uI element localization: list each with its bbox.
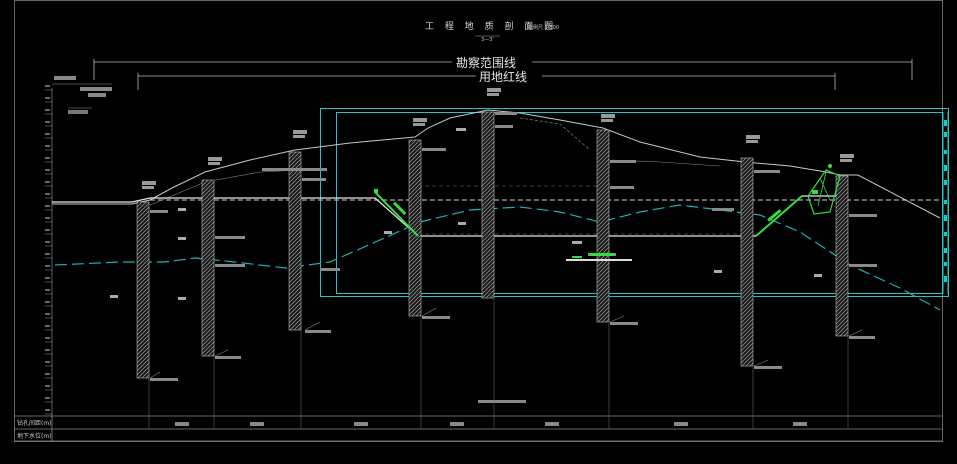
ruler-tick-label [45,157,50,159]
borehole-zk8 [835,175,849,337]
strata-markers [110,128,822,300]
ruler-tick-label [45,265,50,267]
ruler-tick-label [45,253,50,255]
row-label-spacing: 钻孔间距(m) [17,419,52,427]
survey-range-label: 勘察范围线 [456,56,516,70]
ruler-tick-label [45,133,50,135]
ruler-tick-label [45,337,50,339]
survey-range-line: 勘察范围线 [93,56,913,80]
ruler-tick-label [45,385,50,387]
ruler-tick-label [45,145,50,147]
borehole-zk2 [201,179,215,357]
ruler-tick-label [45,169,50,171]
drawing-scale: 比例尺 1:500 [528,24,559,31]
borehole-zk5 [481,111,495,299]
row-label-water: 地下水位(m) [17,432,52,440]
ruler-tick-label [45,121,50,123]
ruler-tick-label [45,85,50,87]
borehole-labels [142,88,854,189]
land-redline: 用地红线 [137,69,836,90]
retaining-wall-right [755,164,841,237]
ruler-tick-label [45,193,50,195]
layer-annotations [150,112,877,403]
ruler-tick-label [45,181,50,183]
ruler-tick-label [45,217,50,219]
ruler-tick-label [45,289,50,291]
legend-strip [942,112,949,294]
ruler-tick-label [45,301,50,303]
ruler-tick-label [45,241,50,243]
ruler-tick-label [45,397,50,399]
ruler-tick-label [45,409,50,411]
borehole-zk3 [288,151,302,331]
ruler-tick-label [45,349,50,351]
ruler-tick-label [45,109,50,111]
benchmark-callout [52,76,112,114]
bottom-data-table: 钻孔间距(m) 地下水位(m) [14,298,942,442]
borehole-zk1 [136,201,150,379]
retaining-wall-left [374,189,419,237]
ruler-tick-label [45,229,50,231]
borehole-zk6 [596,129,610,323]
ruler-tick-label [45,361,50,363]
ruler-tick-label [45,97,50,99]
section-id: 3—3' [481,37,494,43]
ruler-tick-label [45,313,50,315]
borehole-group [136,111,849,379]
water-table-line [54,204,941,311]
ruler-tick-label [45,277,50,279]
terrain-profile [52,109,941,219]
elevation-ruler [45,85,53,418]
drawing-title: 工 程 地 质 剖 面 图 [425,20,557,32]
redline-label: 用地红线 [479,69,527,84]
ruler-tick-label [45,205,50,207]
borehole-zk7 [740,157,754,367]
ruler-tick-label [45,373,50,375]
center-marker [566,253,632,261]
ruler-tick-label [45,325,50,327]
